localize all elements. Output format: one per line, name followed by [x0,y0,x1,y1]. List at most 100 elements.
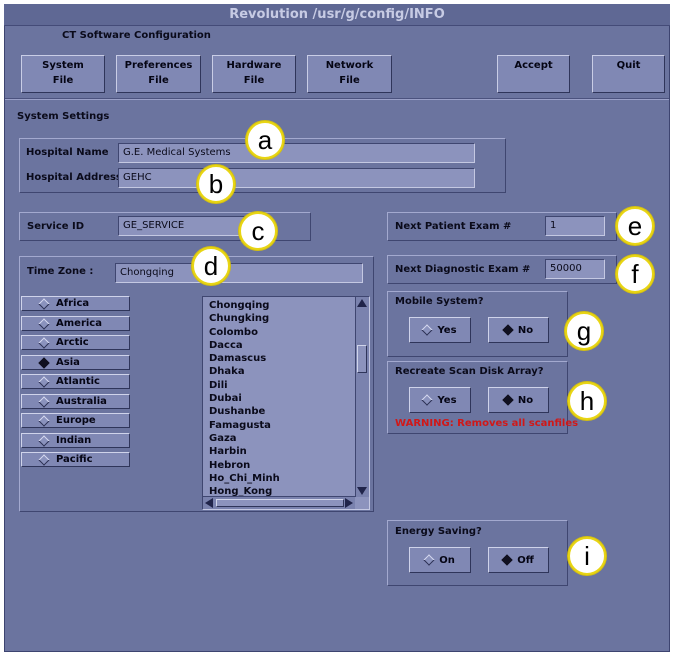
network-label: Network [325,60,374,71]
region-label: Indian [56,435,92,446]
list-item[interactable]: Dushanbe [209,406,266,418]
list-item[interactable]: Chongqing [209,300,270,311]
list-item[interactable]: Ho_Chi_Minh [209,472,280,484]
app-title: CT Software Configuration [62,30,211,41]
next-diagnostic-field[interactable]: 50000 [545,259,605,279]
accept-label: Accept [514,60,553,71]
region-europe-radio[interactable]: Europe [21,413,130,428]
radio-diamond-icon [423,554,435,566]
radio-diamond-icon [38,297,50,310]
list-item[interactable]: Harbin [209,446,247,458]
hospital-address-label: Hospital Address [26,172,122,183]
radio-diamond-selected-icon [502,324,514,336]
callout-e: e [616,207,654,245]
hospital-address-field[interactable]: GEHC [118,168,475,188]
scroll-thumb[interactable] [357,345,367,373]
city-list-vertical-scrollbar[interactable] [355,297,369,497]
radio-diamond-icon [421,394,434,406]
region-arctic-radio[interactable]: Arctic [21,335,130,350]
scroll-right-arrow-icon[interactable] [345,498,353,508]
list-item[interactable]: Colombo [209,326,258,338]
list-item[interactable]: Damascus [209,353,267,365]
region-pacific-radio[interactable]: Pacific [21,452,130,467]
callout-a: a [246,121,284,159]
radio-diamond-icon [38,414,50,427]
radio-diamond-selected-icon [38,356,50,369]
radio-diamond-icon [38,336,50,349]
scroll-down-arrow-icon[interactable] [357,487,367,495]
energy-off-button[interactable]: Off [488,547,549,573]
list-item[interactable]: Dhaka [209,366,245,378]
network-file-button[interactable]: Network File [307,55,392,93]
mobile-system-label: Mobile System? [395,296,484,307]
region-america-radio[interactable]: America [21,316,130,331]
radio-diamond-selected-icon [501,554,513,566]
scroll-left-arrow-icon[interactable] [205,498,213,508]
radio-diamond-icon [38,434,50,447]
callout-h: h [568,382,606,420]
hospital-name-field[interactable]: G.E. Medical Systems [118,143,475,163]
list-item[interactable]: Hebron [209,459,251,471]
preferences-file-button[interactable]: Preferences File [116,55,201,93]
list-item[interactable]: Dubai [209,393,242,405]
mobile-yes-button[interactable]: Yes [409,317,471,343]
system-label: System [42,60,84,71]
energy-saving-group [387,520,568,586]
energy-on-button[interactable]: On [409,547,471,573]
accept-button[interactable]: Accept [497,55,570,93]
service-id-group [19,212,311,241]
callout-b: b [197,165,235,203]
mobile-yes-label: Yes [437,324,457,336]
region-asia-radio[interactable]: Asia [21,355,130,370]
energy-on-label: On [439,554,455,566]
list-item[interactable]: Famagusta [209,419,271,431]
region-australia-radio[interactable]: Australia [21,394,130,409]
quit-button[interactable]: Quit [592,55,665,93]
radio-diamond-icon [38,453,50,466]
energy-off-label: Off [517,554,534,566]
list-item[interactable]: Chungking [209,313,270,325]
recreate-no-button[interactable]: No [488,387,549,413]
region-africa-radio[interactable]: Africa [21,296,130,311]
radio-diamond-selected-icon [502,394,514,406]
region-label: America [56,318,102,329]
region-indian-radio[interactable]: Indian [21,433,130,448]
next-diagnostic-label: Next Diagnostic Exam # [395,264,531,275]
hospital-name-label: Hospital Name [26,147,109,158]
region-label: Arctic [56,337,89,348]
recreate-warning-text: WARNING: Removes all scanfiles [395,418,579,429]
list-item[interactable]: Dacca [209,339,243,351]
callout-f: f [616,255,654,293]
region-label: Pacific [56,454,93,465]
recreate-no-label: No [517,394,534,406]
region-label: Atlantic [56,376,100,387]
region-atlantic-radio[interactable]: Atlantic [21,374,130,389]
preferences-sub-label: File [148,75,169,86]
callout-i: i [568,537,606,575]
menu-separator [5,98,669,100]
callout-c: c [239,212,277,250]
mobile-no-label: No [517,324,534,336]
service-id-field[interactable]: GE_SERVICE [118,216,250,236]
horizontal-scroll-thumb[interactable] [216,499,344,507]
time-zone-field[interactable]: Chongqing [115,263,363,283]
hardware-file-button[interactable]: Hardware File [212,55,296,93]
region-label: Africa [56,298,90,309]
recreate-yes-button[interactable]: Yes [409,387,471,413]
list-item[interactable]: Dili [209,379,228,391]
recreate-yes-label: Yes [437,394,457,406]
hardware-label: Hardware [226,60,282,71]
mobile-no-button[interactable]: No [488,317,549,343]
city-list[interactable]: Chongqing Chungking Colombo Dacca Damasc… [202,296,370,510]
radio-diamond-icon [421,324,434,336]
radio-diamond-icon [38,395,50,408]
next-patient-field[interactable]: 1 [545,216,605,236]
recreate-scan-disk-group [387,361,568,434]
preferences-label: Preferences [124,60,193,71]
system-file-button[interactable]: System File [21,55,105,93]
list-item[interactable]: Gaza [209,432,237,444]
scroll-up-arrow-icon[interactable] [357,299,367,307]
list-item[interactable]: Hong_Kong [209,486,273,498]
network-sub-label: File [339,75,360,86]
next-patient-label: Next Patient Exam # [395,221,512,232]
